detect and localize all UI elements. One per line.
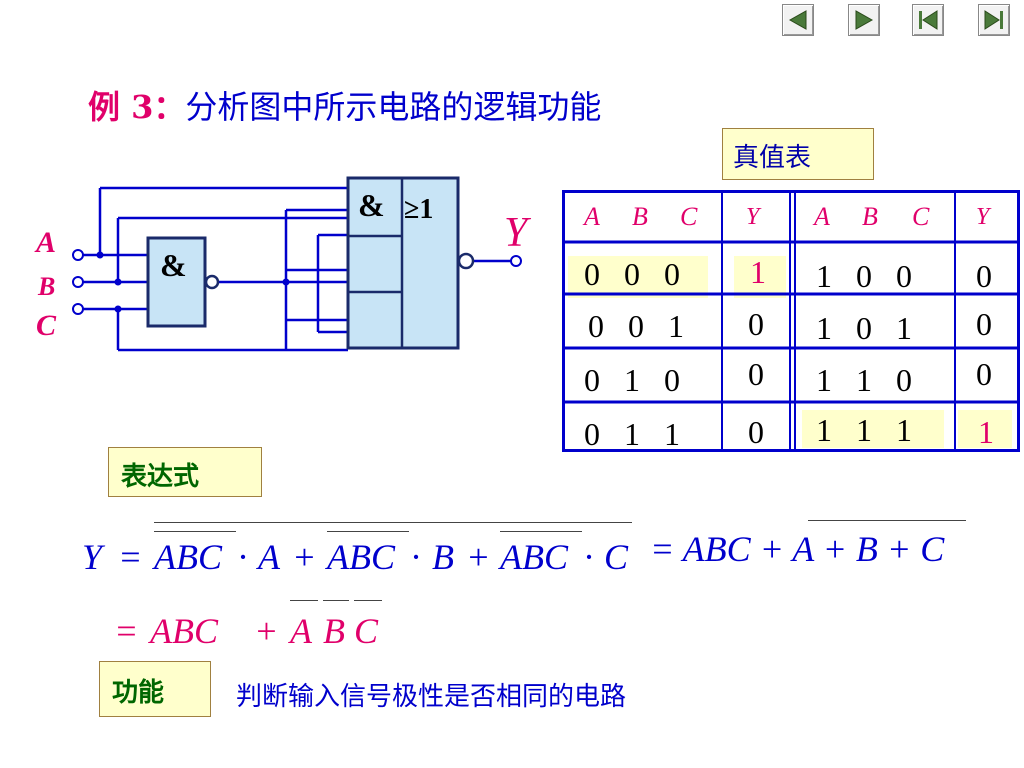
left-row-1-abc: 0 0 0 — [584, 256, 680, 292]
header-y-right: Y — [976, 204, 990, 230]
function-description: 判断输入信号极性是否相同的电路 — [236, 682, 627, 712]
first-slide-button[interactable] — [912, 4, 944, 36]
expr1-term2: ABC — [327, 537, 395, 577]
input-b-label: B — [37, 272, 55, 301]
left-row-3-abc: 0 1 0 — [584, 362, 680, 398]
prev-slide-button[interactable] — [782, 4, 814, 36]
left-row-2-abc: 0 0 1 — [588, 308, 684, 344]
right-row-4-y: 1 — [978, 414, 994, 450]
right-row-2-abc: 1 0 1 — [816, 310, 912, 346]
page-title: 例 3：分析图中所示电路的逻辑功能 — [88, 82, 601, 128]
input-a-terminal — [72, 249, 84, 261]
truth-table: A B C Y A B C Y 0 0 0 1 0 0 1 0 0 1 0 0 … — [562, 190, 1020, 452]
truth-table-caption-text: 真值表 — [733, 143, 812, 173]
header-a-right: A — [814, 202, 830, 231]
skip-first-icon — [919, 10, 938, 30]
example-label: 例 3： — [88, 88, 186, 126]
expr1-term1: ABC — [154, 537, 222, 577]
header-y-left: Y — [746, 204, 760, 230]
expr1-equals: = — [118, 537, 143, 577]
triangle-left-icon — [788, 10, 807, 30]
expr1-dot1: · — [238, 537, 247, 577]
aoi-inversion-bubble — [457, 252, 475, 270]
right-row-1-abc: 1 0 0 — [816, 258, 912, 294]
header-c-right: C — [912, 202, 930, 231]
right-row-3-abc: 1 1 0 — [816, 362, 912, 398]
expression-caption: 表达式 — [108, 447, 262, 497]
expr3-b-bar: B — [323, 611, 345, 651]
expr1-var2: B — [432, 537, 454, 577]
expr1-term3: ABC — [500, 537, 568, 577]
expr3-a-bar: A — [290, 611, 312, 651]
left-row-1-y: 1 — [750, 254, 766, 290]
output-y-terminal — [510, 255, 522, 267]
left-row-4-y: 0 — [748, 414, 764, 450]
last-slide-button[interactable] — [978, 4, 1010, 36]
header-b-right: B — [862, 202, 878, 231]
function-caption: 功能 — [99, 661, 211, 717]
input-a-label: A — [34, 226, 56, 259]
expr1-plus2: + — [466, 537, 491, 577]
expr2-text: = ABC + A + B + C — [650, 529, 945, 569]
expr1-var1: A — [258, 537, 280, 577]
header-b-left: B — [632, 202, 648, 231]
logic-circuit-diagram: A B C & & ≥1 Y — [34, 176, 532, 352]
and-inversion-bubble — [204, 274, 220, 290]
aoi-or-symbol: ≥1 — [404, 194, 433, 225]
header-c-left: C — [680, 202, 698, 231]
expression-caption-text: 表达式 — [121, 462, 200, 492]
expr1-dot3: · — [584, 537, 593, 577]
right-row-4-abc: 1 1 1 — [816, 412, 912, 448]
right-row-3-y: 0 — [976, 356, 992, 392]
left-row-4-abc: 0 1 1 — [584, 416, 680, 452]
input-c-terminal — [72, 303, 84, 315]
next-slide-button[interactable] — [848, 4, 880, 36]
expr3-abc: ABC — [150, 611, 218, 651]
left-row-3-y: 0 — [748, 356, 764, 392]
expr1-y: Y — [82, 537, 103, 577]
title-text: 分析图中所示电路的逻辑功能 — [185, 88, 602, 126]
function-caption-text: 功能 — [112, 678, 165, 708]
aoi-and-symbol: & — [358, 187, 385, 223]
input-c-label: C — [36, 309, 57, 342]
triangle-right-icon — [855, 10, 874, 30]
expr1-dot2: · — [411, 537, 420, 577]
expr3-equals: = — [114, 611, 139, 651]
expr3-c-bar: C — [354, 611, 379, 651]
expr1-var3: C — [604, 537, 629, 577]
output-y-label: Y — [504, 210, 532, 256]
right-row-2-y: 0 — [976, 306, 992, 342]
left-row-2-y: 0 — [748, 306, 764, 342]
expr1-plus1: + — [292, 537, 317, 577]
right-row-1-y: 0 — [976, 258, 992, 294]
and-gate-symbol: & — [160, 247, 187, 283]
expr3-plus: + — [254, 611, 279, 651]
input-b-terminal — [72, 276, 84, 288]
skip-last-icon — [984, 10, 1003, 30]
header-a-left: A — [584, 202, 600, 231]
truth-table-caption: 真值表 — [722, 128, 874, 180]
